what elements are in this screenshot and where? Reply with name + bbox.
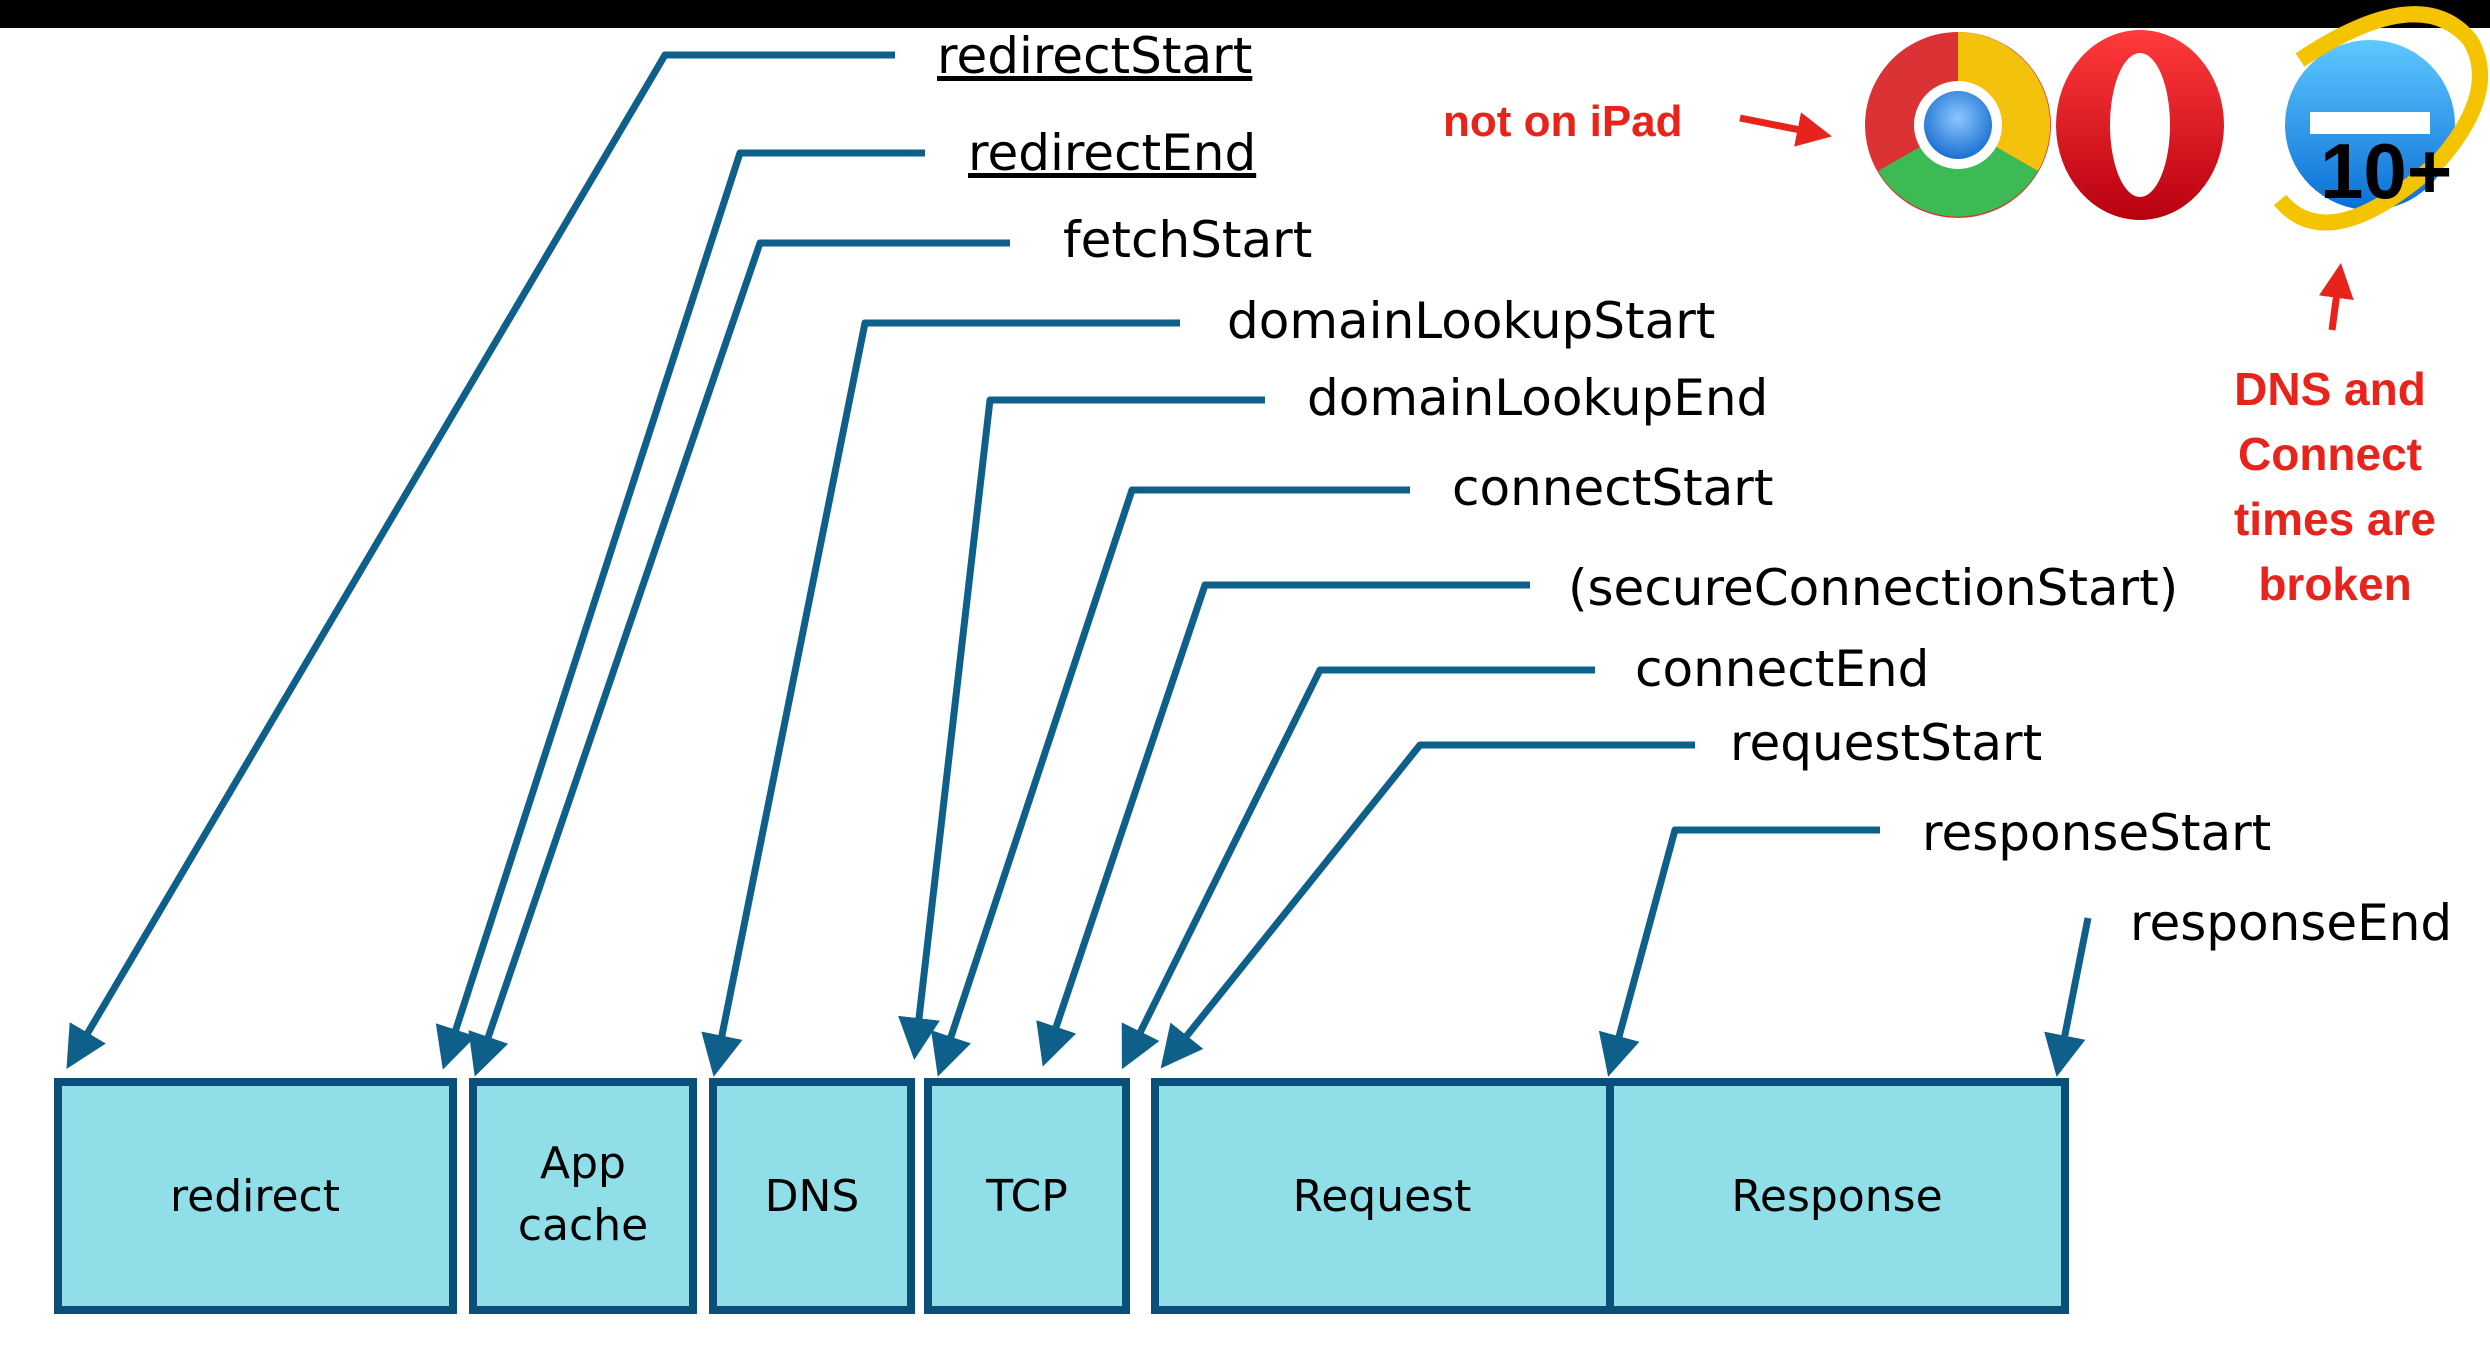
- phase-dns-label: DNS: [765, 1171, 860, 1222]
- dns-note-arrow: [2318, 263, 2354, 331]
- connector-lines: [66, 51, 2092, 1077]
- opera-icon: [2056, 30, 2224, 220]
- phase-appcache-label-line1: App: [540, 1138, 626, 1189]
- label-domain-lookup-start: domainLookupStart: [1227, 292, 1715, 350]
- label-fetch-start: fetchStart: [1063, 211, 1312, 269]
- connector-response-start: [1598, 826, 1880, 1077]
- dns-note-line4: broken: [2258, 558, 2411, 610]
- phase-dns: DNS: [709, 1078, 915, 1314]
- dns-note-line3: times are: [2234, 493, 2436, 545]
- connector-domain-lookup-end: [898, 396, 1265, 1060]
- chrome-icon: [1865, 32, 2051, 218]
- label-connect-end: connectEnd: [1635, 640, 1929, 698]
- dns-note: DNS and Connect times are broken: [2234, 363, 2436, 610]
- phase-redirect-label: redirect: [170, 1171, 340, 1222]
- phase-request-label: Request: [1293, 1171, 1472, 1222]
- phase-redirect: redirect: [54, 1078, 457, 1314]
- label-secure-connection-start: (secureConnectionStart): [1568, 559, 2178, 617]
- phase-appcache: App cache: [469, 1078, 697, 1314]
- label-domain-lookup-end: domainLookupEnd: [1307, 369, 1768, 427]
- connector-fetch-start: [468, 239, 1010, 1077]
- timing-labels: redirectStart redirectEnd fetchStart dom…: [937, 27, 2452, 952]
- label-connect-start: connectStart: [1452, 459, 1773, 517]
- dns-note-line2: Connect: [2238, 428, 2422, 480]
- connector-redirect-start: [66, 51, 895, 1070]
- label-response-start: responseStart: [1922, 804, 2271, 862]
- label-request-start: requestStart: [1730, 714, 2042, 772]
- phase-request: Request: [1151, 1078, 1614, 1314]
- connector-connect-end: [1121, 666, 1595, 1070]
- connector-response-end: [2044, 917, 2092, 1077]
- phase-appcache-label-line2: cache: [518, 1200, 648, 1251]
- not-on-ipad-arrow: [1739, 112, 1832, 147]
- label-redirect-start: redirectStart: [937, 27, 1252, 85]
- phase-tcp-label: TCP: [985, 1171, 1068, 1222]
- phase-row: redirect App cache DNS TCP Request Respo…: [54, 1078, 2069, 1314]
- label-redirect-end: redirectEnd: [968, 124, 1256, 182]
- phase-response: Response: [1606, 1078, 2069, 1314]
- connector-request-start: [1160, 741, 1695, 1069]
- phase-response-label: Response: [1731, 1171, 1942, 1222]
- connector-domain-lookup-start: [701, 319, 1180, 1077]
- not-on-ipad-label: not on iPad: [1443, 97, 1683, 146]
- phase-tcp: TCP: [924, 1078, 1130, 1314]
- dns-note-line1: DNS and: [2234, 363, 2426, 415]
- label-response-end: responseEnd: [2130, 894, 2452, 952]
- connector-connect-start: [931, 486, 1410, 1077]
- internet-explorer-icon: [2273, 6, 2488, 231]
- ie-version-label: 10+: [2320, 127, 2452, 215]
- connector-redirect-end: [435, 149, 925, 1070]
- connector-secure-connection-start: [1036, 581, 1530, 1067]
